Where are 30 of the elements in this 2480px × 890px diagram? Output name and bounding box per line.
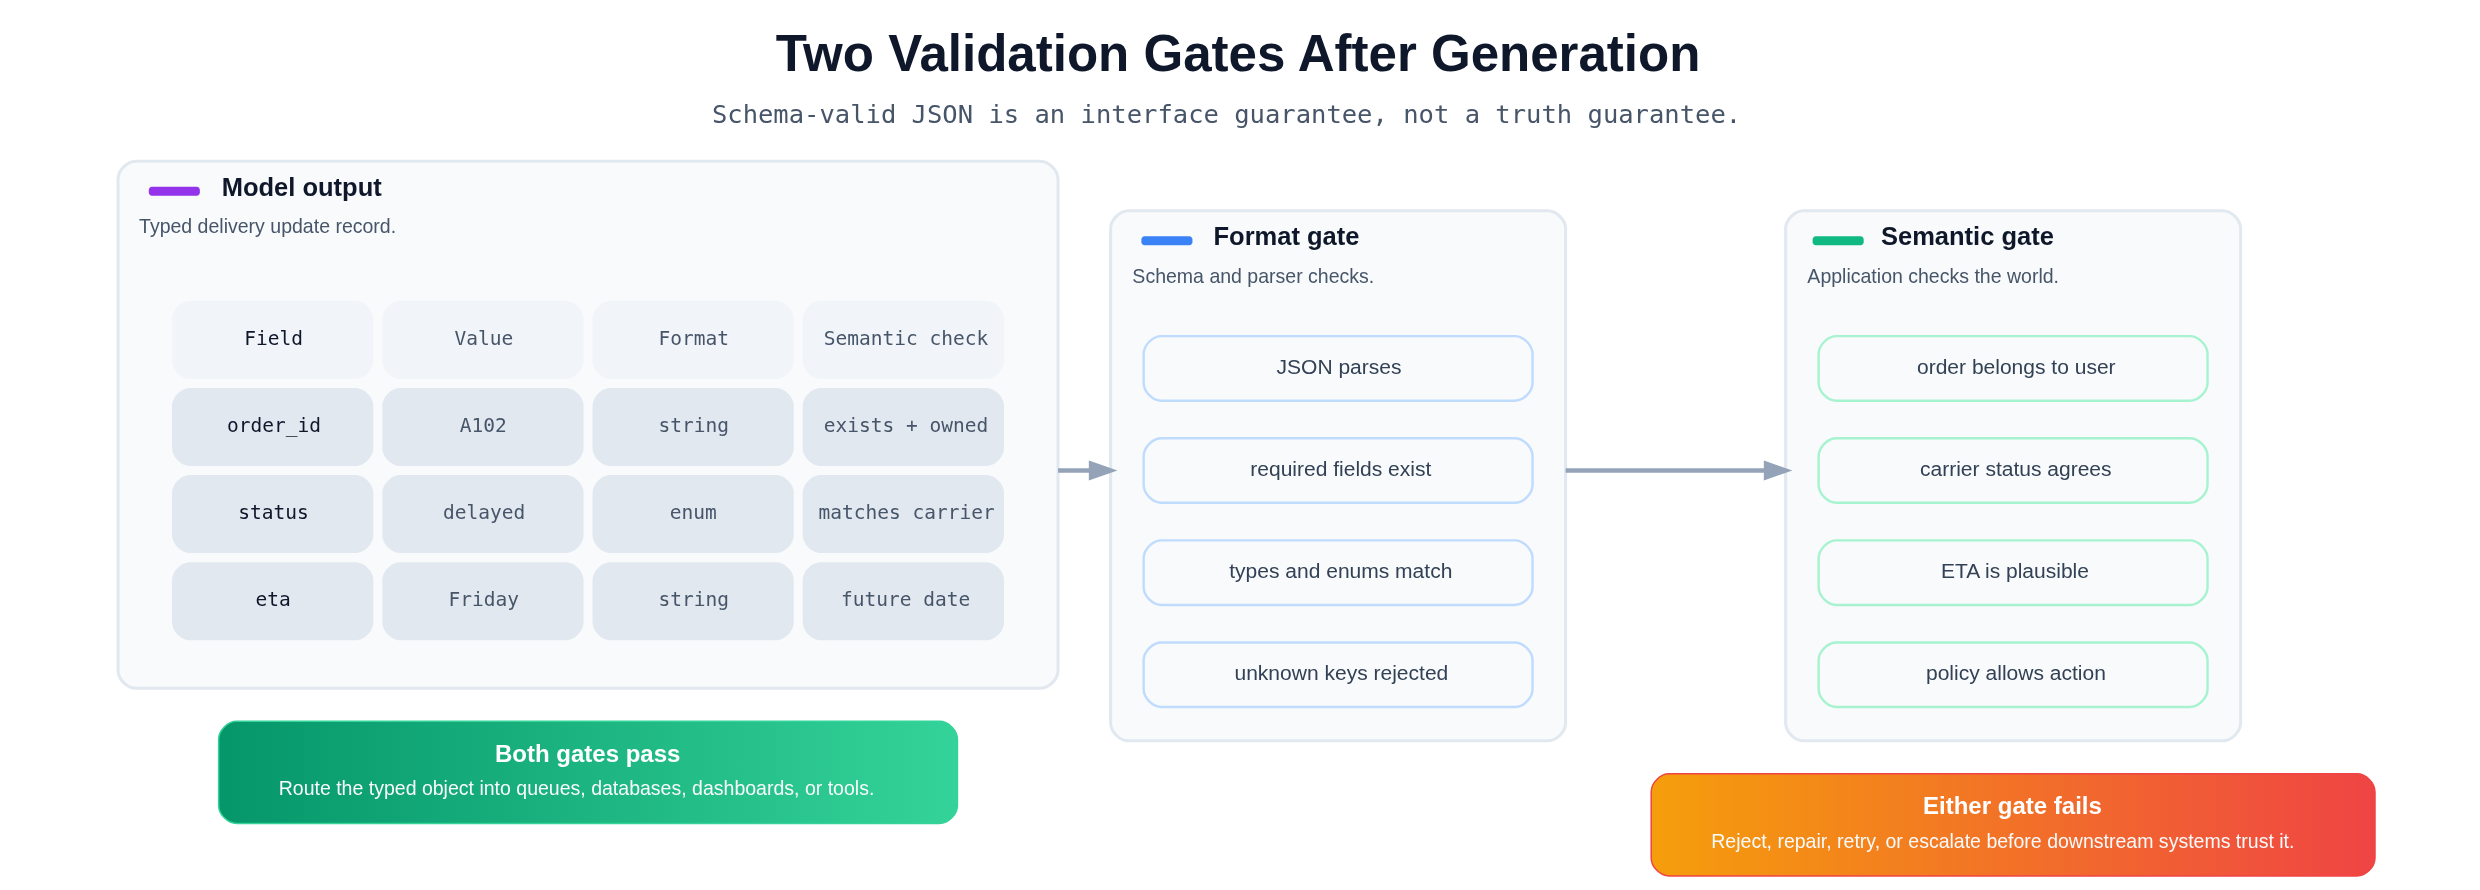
node-box: JSON parses [1141, 334, 1534, 402]
node-box: Either gate fails Reject, repair, retry, or escalate before downstream systems trust it. [1649, 773, 2376, 877]
label: exists + owned [823, 414, 988, 438]
label: Format [658, 326, 729, 350]
node-box: types and enums match [1141, 539, 1534, 607]
caption: Schema-valid JSON is an interface guarantee, not a truth guarantee. [711, 99, 1741, 130]
arrow [1057, 460, 1117, 481]
node-box: policy allows action [1816, 641, 2209, 709]
node-box: ETA is plausible [1816, 539, 2209, 607]
label: Field [243, 326, 303, 350]
label: enum [669, 501, 717, 525]
label: status [237, 501, 309, 525]
arrow [1565, 460, 1792, 481]
label: Friday [447, 588, 519, 612]
label: A102 [459, 414, 507, 438]
node-box: carrier status agrees [1816, 437, 2209, 504]
label: string [658, 588, 729, 612]
label: matches carrier [818, 501, 995, 525]
node-box: unknown keys rejected [1141, 641, 1534, 709]
node-box: required fields exist [1141, 437, 1534, 504]
node-box: order belongs to user [1816, 334, 2209, 402]
label: Value [453, 326, 513, 350]
label: eta [254, 588, 291, 612]
node-box: Both gates pass Route the typed object into queues, databases, dashboards, or tools. [217, 720, 958, 825]
diagram-title: Two Validation Gates After Generation [775, 25, 1700, 83]
label: order_id [226, 414, 321, 438]
label: future date [840, 588, 970, 612]
label: delayed [442, 501, 525, 525]
label: string [658, 414, 729, 438]
label: Semantic check [823, 326, 988, 350]
